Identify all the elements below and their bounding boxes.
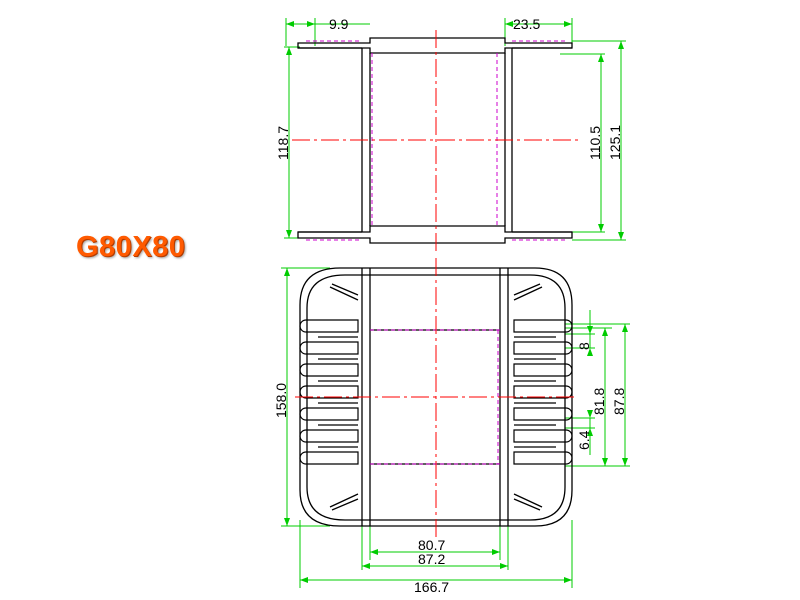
dim-top-flange-height: 125.1	[607, 125, 623, 160]
front-view-dimension-lines	[281, 267, 630, 588]
left-slot	[299, 341, 359, 355]
right-slot	[513, 385, 573, 399]
front-view: 158.0 8 81.8 87.8 6.4 80.7 87.2 166.7	[273, 258, 630, 595]
left-slot	[299, 407, 359, 421]
dim-top-inner-height: 110.5	[587, 126, 603, 160]
left-slot	[299, 429, 359, 443]
dim-slot-pitch: 8	[576, 342, 592, 350]
dim-front-overall-height: 158.0	[273, 383, 289, 418]
front-view-centerlines	[295, 258, 578, 540]
left-slot	[299, 385, 359, 399]
left-slot	[299, 451, 359, 465]
right-slot	[513, 407, 573, 421]
right-slot	[513, 451, 573, 465]
left-slot	[299, 319, 359, 333]
dim-outer-span: 87.8	[611, 388, 627, 415]
top-view-centerlines	[292, 30, 578, 252]
right-cooling-slots	[513, 319, 573, 465]
top-view-dimension-lines	[284, 18, 626, 241]
top-view: 9.9 23.5 118.7 110.5 125.1	[275, 16, 626, 252]
dim-flange-left-width: 9.9	[329, 16, 349, 32]
top-view-arrowheads	[286, 21, 624, 240]
right-slot	[513, 319, 573, 333]
dim-window-width: 80.7	[418, 537, 445, 553]
dim-overall-width: 166.7	[414, 579, 449, 595]
dim-flange-right-width: 23.5	[513, 16, 540, 32]
dim-top-overall-height: 118.7	[275, 126, 291, 160]
dim-slot-span: 81.8	[591, 388, 607, 415]
left-slot	[299, 363, 359, 377]
dim-core-width: 87.2	[418, 551, 445, 567]
dim-slot-width: 6.4	[576, 430, 592, 450]
right-slot	[513, 341, 573, 355]
left-cooling-slots	[299, 319, 359, 465]
right-slot	[513, 363, 573, 377]
part-title: G80X80	[76, 231, 186, 263]
front-view-arrowheads	[284, 268, 628, 583]
right-slot	[513, 429, 573, 443]
